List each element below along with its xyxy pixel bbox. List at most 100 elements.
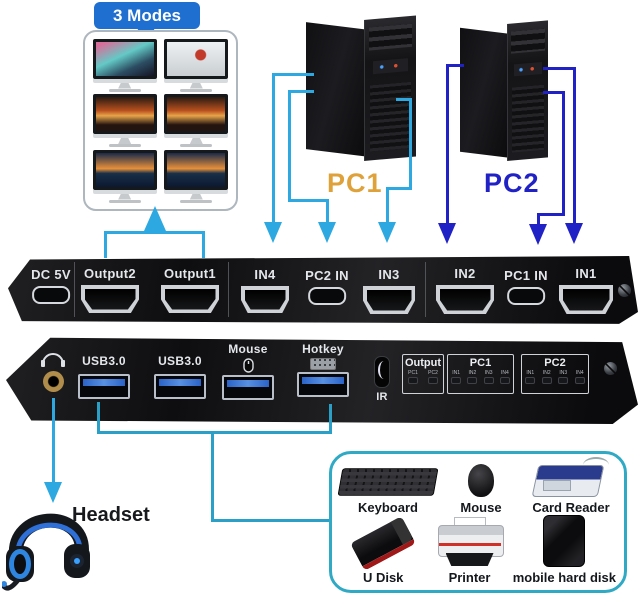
output2-line xyxy=(104,231,107,258)
to-monitors-arrowhead xyxy=(144,206,166,231)
output-bracket-line xyxy=(104,231,205,234)
usb-to-peripherals-line xyxy=(211,431,214,522)
audio-jack-port xyxy=(42,371,64,392)
kvm-video-panel: DC 5V Output2 Output1 IN4 PC2 IN IN3 IN2 xyxy=(8,256,638,324)
mouse-image xyxy=(468,464,494,497)
pc2-in3-led xyxy=(558,377,569,384)
monitor-snowboarder xyxy=(164,38,229,92)
pc1-pc2in-line xyxy=(288,90,314,93)
display-modes-box xyxy=(83,30,238,211)
usb3-port xyxy=(154,374,206,399)
pc1-pc2in-line xyxy=(288,90,291,202)
pc2-label: PC2 xyxy=(484,168,540,198)
pc2-in2-arrowhead xyxy=(438,223,456,244)
output1-line xyxy=(202,231,205,258)
port-output1: Output1 xyxy=(161,266,219,313)
pc1-in3-line xyxy=(396,98,412,101)
pc1-indicator-group: PC1 IN1 IN2 IN3 IN4 xyxy=(447,354,514,394)
pc2-pc1in-line xyxy=(537,213,540,226)
headphone-icon xyxy=(41,353,65,367)
pc1-in2-led xyxy=(467,377,478,384)
mobile-hard-disk-image xyxy=(543,515,586,567)
pc2-in1-arrowhead xyxy=(565,223,583,244)
kvm-usb-panel: USB3.0 USB3.0 Mouse Hotkey IR Output xyxy=(6,337,638,424)
pc2-pc1in-line xyxy=(537,213,565,216)
port-in3: IN3 xyxy=(363,267,415,314)
hotkey-port-group: Hotkey xyxy=(297,342,349,397)
monitor-lake-sunset xyxy=(164,149,229,203)
monitor-street-race xyxy=(164,94,229,147)
usb-c-port xyxy=(307,287,346,305)
output-pc2-led xyxy=(428,377,438,384)
printer-item: Printer xyxy=(426,515,512,585)
port-output2: Output2 xyxy=(81,266,139,313)
pc1-in3-line xyxy=(386,187,412,190)
port-in1: IN1 xyxy=(559,266,613,314)
pc2-in1-led xyxy=(525,377,536,384)
headset-arrowhead xyxy=(44,482,62,503)
pc1-in4-arrowhead xyxy=(264,222,282,243)
pc2-tower-image xyxy=(460,20,548,168)
hdmi-port xyxy=(241,286,289,313)
peripherals-box: Keyboard Mouse Card Reader U Disk xyxy=(329,451,627,593)
peripherals-row-1: Keyboard Mouse Card Reader xyxy=(337,457,616,515)
pc1-in3-line xyxy=(409,98,412,190)
usb-bracket-line xyxy=(97,431,332,434)
printer-image xyxy=(437,517,504,567)
pc1-pc2in-arrowhead xyxy=(318,222,336,243)
audio-jack-group xyxy=(40,350,66,392)
peripherals-row-2: U Disk Printer mobile hard disk xyxy=(340,515,616,585)
mouse-usb-port xyxy=(222,375,274,400)
pc1-in4-line xyxy=(272,73,314,76)
pc1-in3-arrowhead xyxy=(378,222,396,243)
pc1-label: PC1 xyxy=(327,168,383,198)
mouse-port-group: Mouse xyxy=(222,342,274,400)
pc1-pc2in-line xyxy=(326,199,329,223)
usb-to-peripherals-line xyxy=(211,519,331,522)
mode-row-1 xyxy=(85,38,236,92)
mouse-icon xyxy=(242,358,254,373)
pc1-in3-line xyxy=(386,187,389,223)
three-modes-badge: 3 Modes xyxy=(94,2,200,29)
hdmi-port xyxy=(436,285,494,314)
hdmi-port xyxy=(559,285,613,314)
hdmi-port xyxy=(81,285,139,313)
mobile-hard-disk-item: mobile hard disk xyxy=(513,515,616,585)
three-modes-label: 3 Modes xyxy=(112,5,182,25)
pc1-in1-led xyxy=(451,377,462,384)
pc1-in4-led xyxy=(499,377,510,384)
port-pc2-in: PC2 IN xyxy=(305,268,349,305)
hdmi-port xyxy=(161,285,219,313)
usb-c-port xyxy=(31,286,70,304)
card-reader-image xyxy=(531,457,609,497)
ir-group: IR xyxy=(374,356,390,403)
output-indicator-group: Output PC1 PC2 xyxy=(402,354,444,394)
pc2-in2-led xyxy=(541,377,552,384)
pc2-in4-led xyxy=(574,377,585,384)
pc2-in1-line xyxy=(573,67,576,224)
output-pc1-led xyxy=(408,377,418,384)
keyboard-image xyxy=(337,468,439,496)
headset-image xyxy=(2,513,90,591)
hdmi-port xyxy=(363,286,415,314)
usb-bracket-line xyxy=(97,402,100,434)
monitor-lake-sunset xyxy=(92,149,157,203)
pc1-pc2in-line xyxy=(288,199,329,202)
usb3-port-1-group: USB3.0 xyxy=(78,354,130,399)
card-reader-item: Card Reader xyxy=(526,457,616,515)
pc1-tower-image xyxy=(306,15,416,168)
pc2-in1-line xyxy=(543,67,576,70)
pc2-pc1in-line xyxy=(543,91,565,94)
pc2-in2-line xyxy=(446,64,464,67)
audio-to-headset-line xyxy=(52,398,55,484)
headset-label: Headset xyxy=(72,504,150,526)
usb3-port-2-group: USB3.0 xyxy=(154,354,206,399)
pc2-pc1in-arrowhead xyxy=(529,224,547,245)
pc2-in2-line xyxy=(446,64,449,224)
u-disk-image xyxy=(350,516,417,571)
mode-row-3 xyxy=(85,149,236,203)
ir-receiver xyxy=(374,356,390,388)
pc1-in4-line xyxy=(272,73,275,223)
mode-row-2 xyxy=(85,94,236,147)
